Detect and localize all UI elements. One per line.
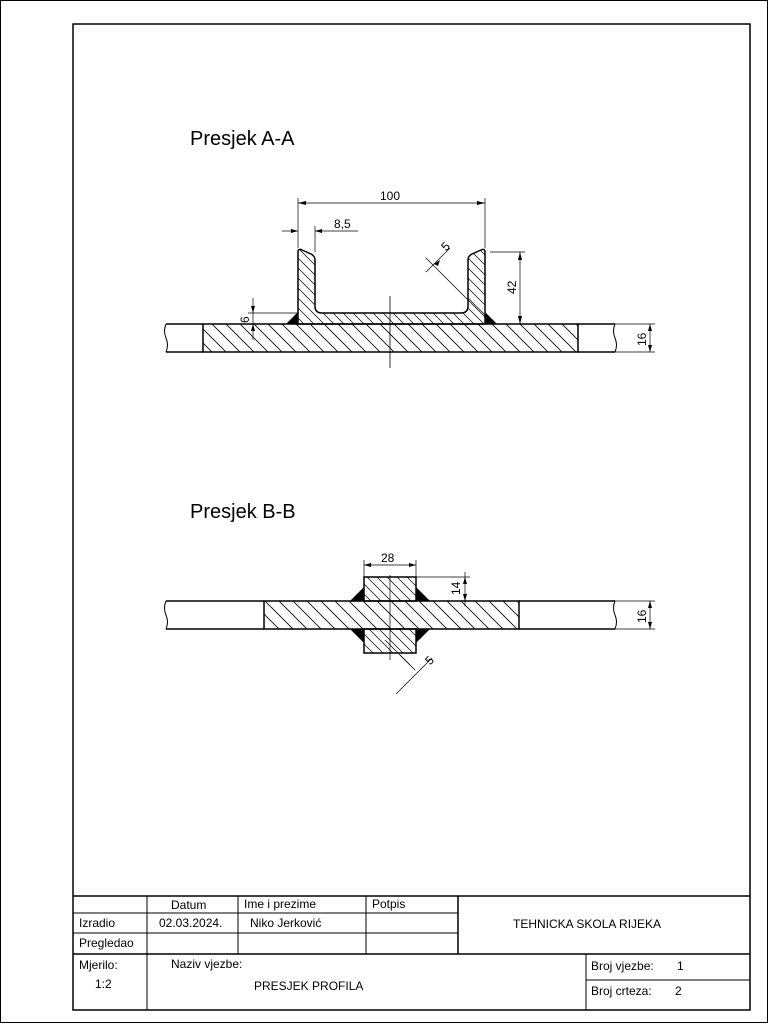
- izradio-ime: Niko Jerković: [250, 916, 321, 930]
- dim-b-width: 28: [381, 551, 395, 565]
- pregledao-label: Pregledao: [79, 936, 134, 950]
- dim-a-web: 8,5: [334, 217, 351, 231]
- dim-a-weld: 5: [438, 239, 453, 254]
- col-potpis: Potpis: [372, 897, 405, 911]
- col-ime: Ime i prezime: [244, 897, 316, 911]
- dim-a-height: 42: [505, 280, 519, 294]
- broj-vjezbe-label: Broj vjezbe:: [591, 959, 654, 973]
- dim-a-flange: 6: [238, 316, 252, 323]
- mjerilo-label: Mjerilo:: [79, 958, 118, 972]
- section-b-title: Presjek B-B: [190, 501, 296, 523]
- mjerilo-value: 1:2: [95, 977, 112, 991]
- broj-vjezbe-value: 1: [677, 959, 684, 973]
- section-b-drawing: 28 14 5 16: [164, 551, 655, 695]
- section-a-drawing: 100 8,5 5 42 6 16: [164, 189, 655, 368]
- col-datum: Datum: [171, 898, 206, 912]
- broj-crteza-label: Broj crteza:: [591, 984, 652, 998]
- naziv-value: PRESJEK PROFILA: [254, 979, 363, 993]
- dim-b-plate: 16: [635, 609, 649, 623]
- section-a-title: Presjek A-A: [190, 128, 295, 150]
- izradio-datum: 02.03.2024.: [159, 916, 222, 930]
- broj-crteza-value: 2: [675, 984, 682, 998]
- naziv-label: Naziv vjezbe:: [171, 957, 242, 971]
- dim-b-height: 14: [449, 581, 463, 595]
- izradio-label: Izradio: [79, 916, 115, 930]
- title-block: [73, 895, 750, 1010]
- drawing-frame: [72, 23, 751, 1011]
- school-name: TEHNICKA SKOLA RIJEKA: [513, 917, 661, 931]
- dim-a-width: 100: [380, 189, 400, 203]
- dim-a-plate: 16: [635, 332, 649, 346]
